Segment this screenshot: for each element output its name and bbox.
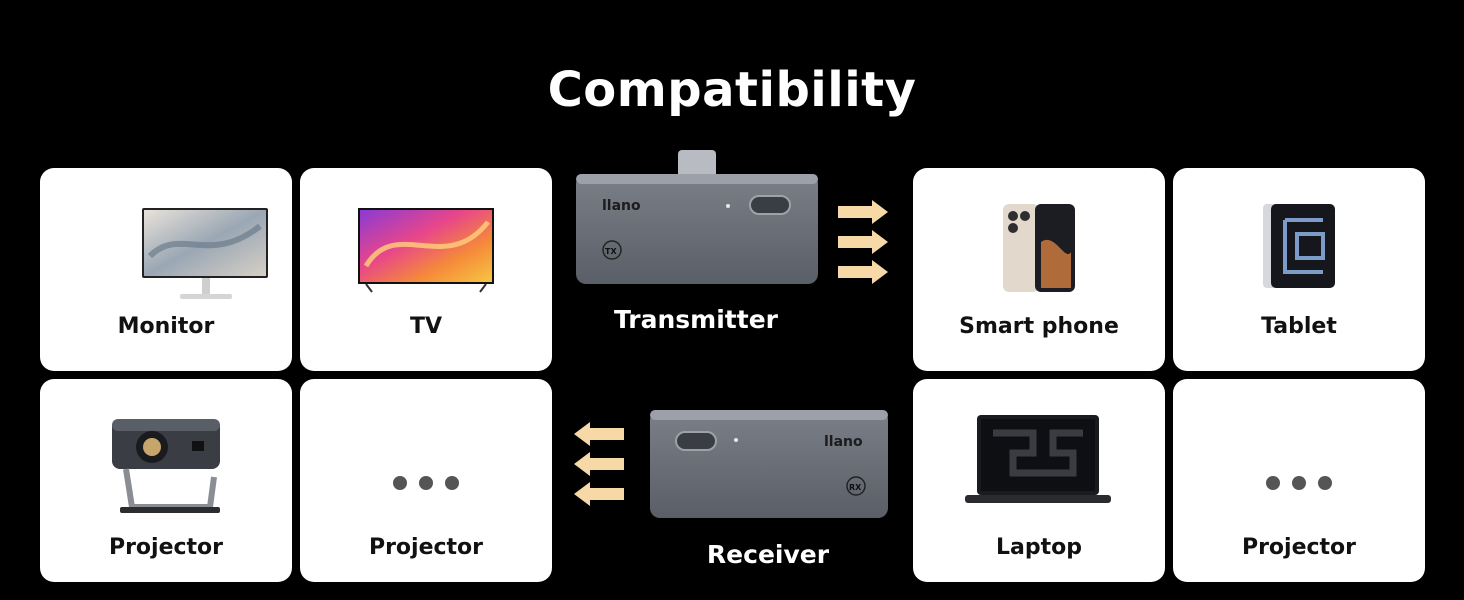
receiver-device: llano RX [650,410,888,518]
transmitter-button [749,195,791,215]
receiver-label: Receiver [706,540,830,569]
transmitter-label: Transmitter [614,305,778,334]
device-label-projector: Projector [108,535,224,560]
device-card-tablet: Tablet [1173,168,1425,371]
device-card-tv: TV [300,168,552,371]
more-dots-icon [393,476,459,490]
device-card-more-left: Projector [300,379,552,582]
usb-c-connector [678,150,716,178]
device-card-monitor: Monitor [40,168,292,371]
transmitter-brand: llano [602,198,641,214]
device-label-laptop: Laptop [996,535,1082,560]
page-title: Compatibility [547,62,917,118]
smartphone-icon [1003,204,1075,292]
device-label-smartphone: Smart phone [959,314,1119,339]
arrow-left-icon [574,422,624,506]
receiver-button [675,431,717,451]
tablet-icon [1263,204,1335,288]
receiver-brand: llano [824,434,863,450]
device-label-more-right: Projector [1241,535,1357,560]
device-label-tv: TV [409,314,443,339]
more-dots-icon [1266,476,1332,490]
device-card-laptop: Laptop [913,379,1165,582]
device-card-smartphone: Smart phone [913,168,1165,371]
device-label-monitor: Monitor [117,314,215,339]
device-label-tablet: Tablet [1261,314,1337,339]
projector-icon [112,419,220,513]
tv-icon [358,208,494,293]
device-card-more-right: Projector [1173,379,1425,582]
arrow-right-icon [838,200,888,284]
monitor-icon [142,208,268,299]
transmitter-badge: TX [605,247,617,256]
device-label-more-left: Projector [368,535,484,560]
laptop-icon [965,415,1111,503]
device-card-projector: Projector [40,379,292,582]
receiver-badge: RX [849,483,862,492]
transmitter-device: llano TX [576,150,818,284]
